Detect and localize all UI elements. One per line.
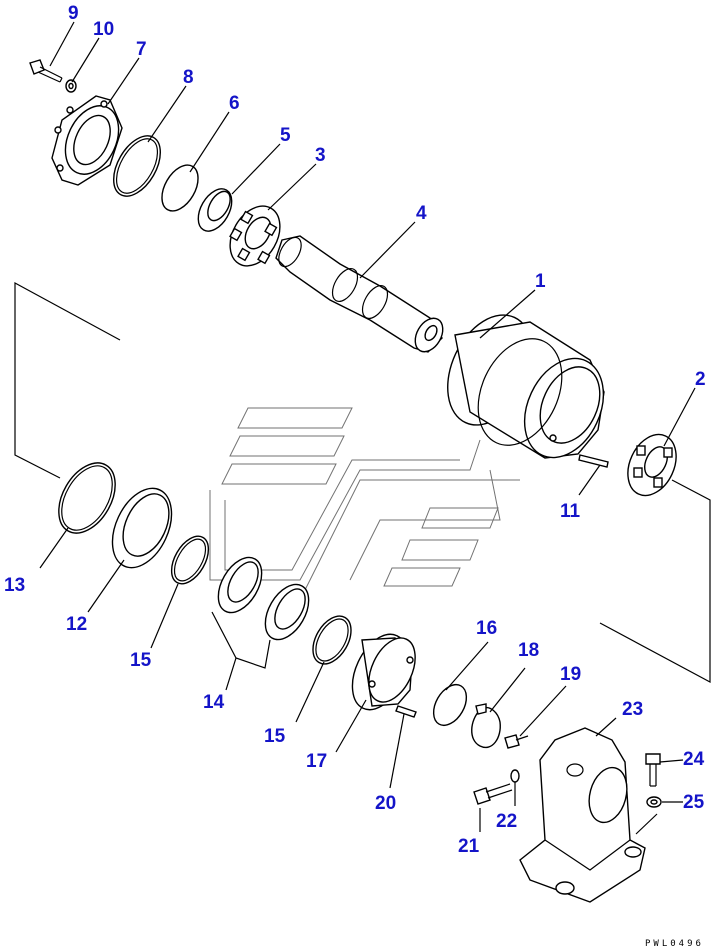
part-7-cover [51, 95, 123, 186]
part-16-shim [432, 684, 468, 726]
leader-lines [39, 21, 696, 835]
label-part-2: 2 [695, 369, 706, 390]
part-17-collar [351, 633, 416, 711]
label-part-15b: 15 [264, 726, 286, 747]
label-part-25: 25 [683, 792, 705, 813]
part-12-seal [111, 487, 173, 569]
label-part-4: 4 [416, 203, 427, 224]
part-15b-o-ring [312, 615, 352, 665]
part-21-bolt [473, 783, 513, 805]
label-part-12: 12 [66, 614, 87, 635]
part-19-bolt [504, 734, 529, 749]
assembly-bracket-lines [14, 281, 711, 684]
part-10-washer [65, 79, 77, 93]
label-part-21: 21 [458, 836, 480, 857]
part-14-floating-seal [211, 556, 310, 669]
part-11-pin [578, 454, 609, 468]
part-4-shaft [275, 235, 444, 353]
part-8-o-ring [112, 135, 162, 197]
part-24-bolt [645, 753, 661, 787]
watermark-logo [209, 407, 520, 601]
part-23-bracket [519, 727, 646, 903]
part-9-bolt [29, 59, 63, 83]
label-part-10: 10 [93, 19, 114, 40]
label-part-13: 13 [4, 575, 25, 596]
part-25-washer [646, 796, 662, 808]
label-part-5: 5 [280, 125, 291, 146]
part-6-shim [161, 164, 199, 212]
label-part-3: 3 [315, 145, 326, 166]
label-part-9: 9 [68, 3, 79, 24]
part-1-roller [447, 314, 605, 459]
part-3-bearing [229, 205, 281, 267]
label-part-16: 16 [476, 618, 497, 639]
part-13-o-ring [58, 462, 116, 534]
part-18-snap-ring [471, 703, 501, 749]
label-part-20: 20 [375, 793, 396, 814]
part-labels: 9 10 7 8 6 5 3 4 1 2 11 13 12 15 14 15 1… [4, 3, 706, 857]
part-5-nut [197, 188, 233, 232]
label-part-18: 18 [518, 640, 539, 661]
part-2-bearing [627, 433, 677, 497]
label-part-17: 17 [306, 751, 327, 772]
label-part-6: 6 [229, 93, 240, 114]
label-part-8: 8 [183, 67, 194, 88]
label-part-24: 24 [683, 749, 705, 770]
label-part-23: 23 [622, 699, 643, 720]
part-15a-o-ring [170, 535, 210, 585]
label-part-22: 22 [496, 811, 517, 832]
label-part-1: 1 [535, 271, 546, 292]
label-part-14: 14 [203, 692, 225, 713]
label-part-11: 11 [560, 501, 581, 522]
label-part-7: 7 [136, 39, 147, 60]
label-part-19: 19 [560, 664, 581, 685]
label-part-15a: 15 [130, 650, 152, 671]
part-22-washer [510, 769, 520, 783]
drawing-reference-code: PWL0496 [645, 939, 704, 949]
part-20-pin [395, 705, 417, 718]
